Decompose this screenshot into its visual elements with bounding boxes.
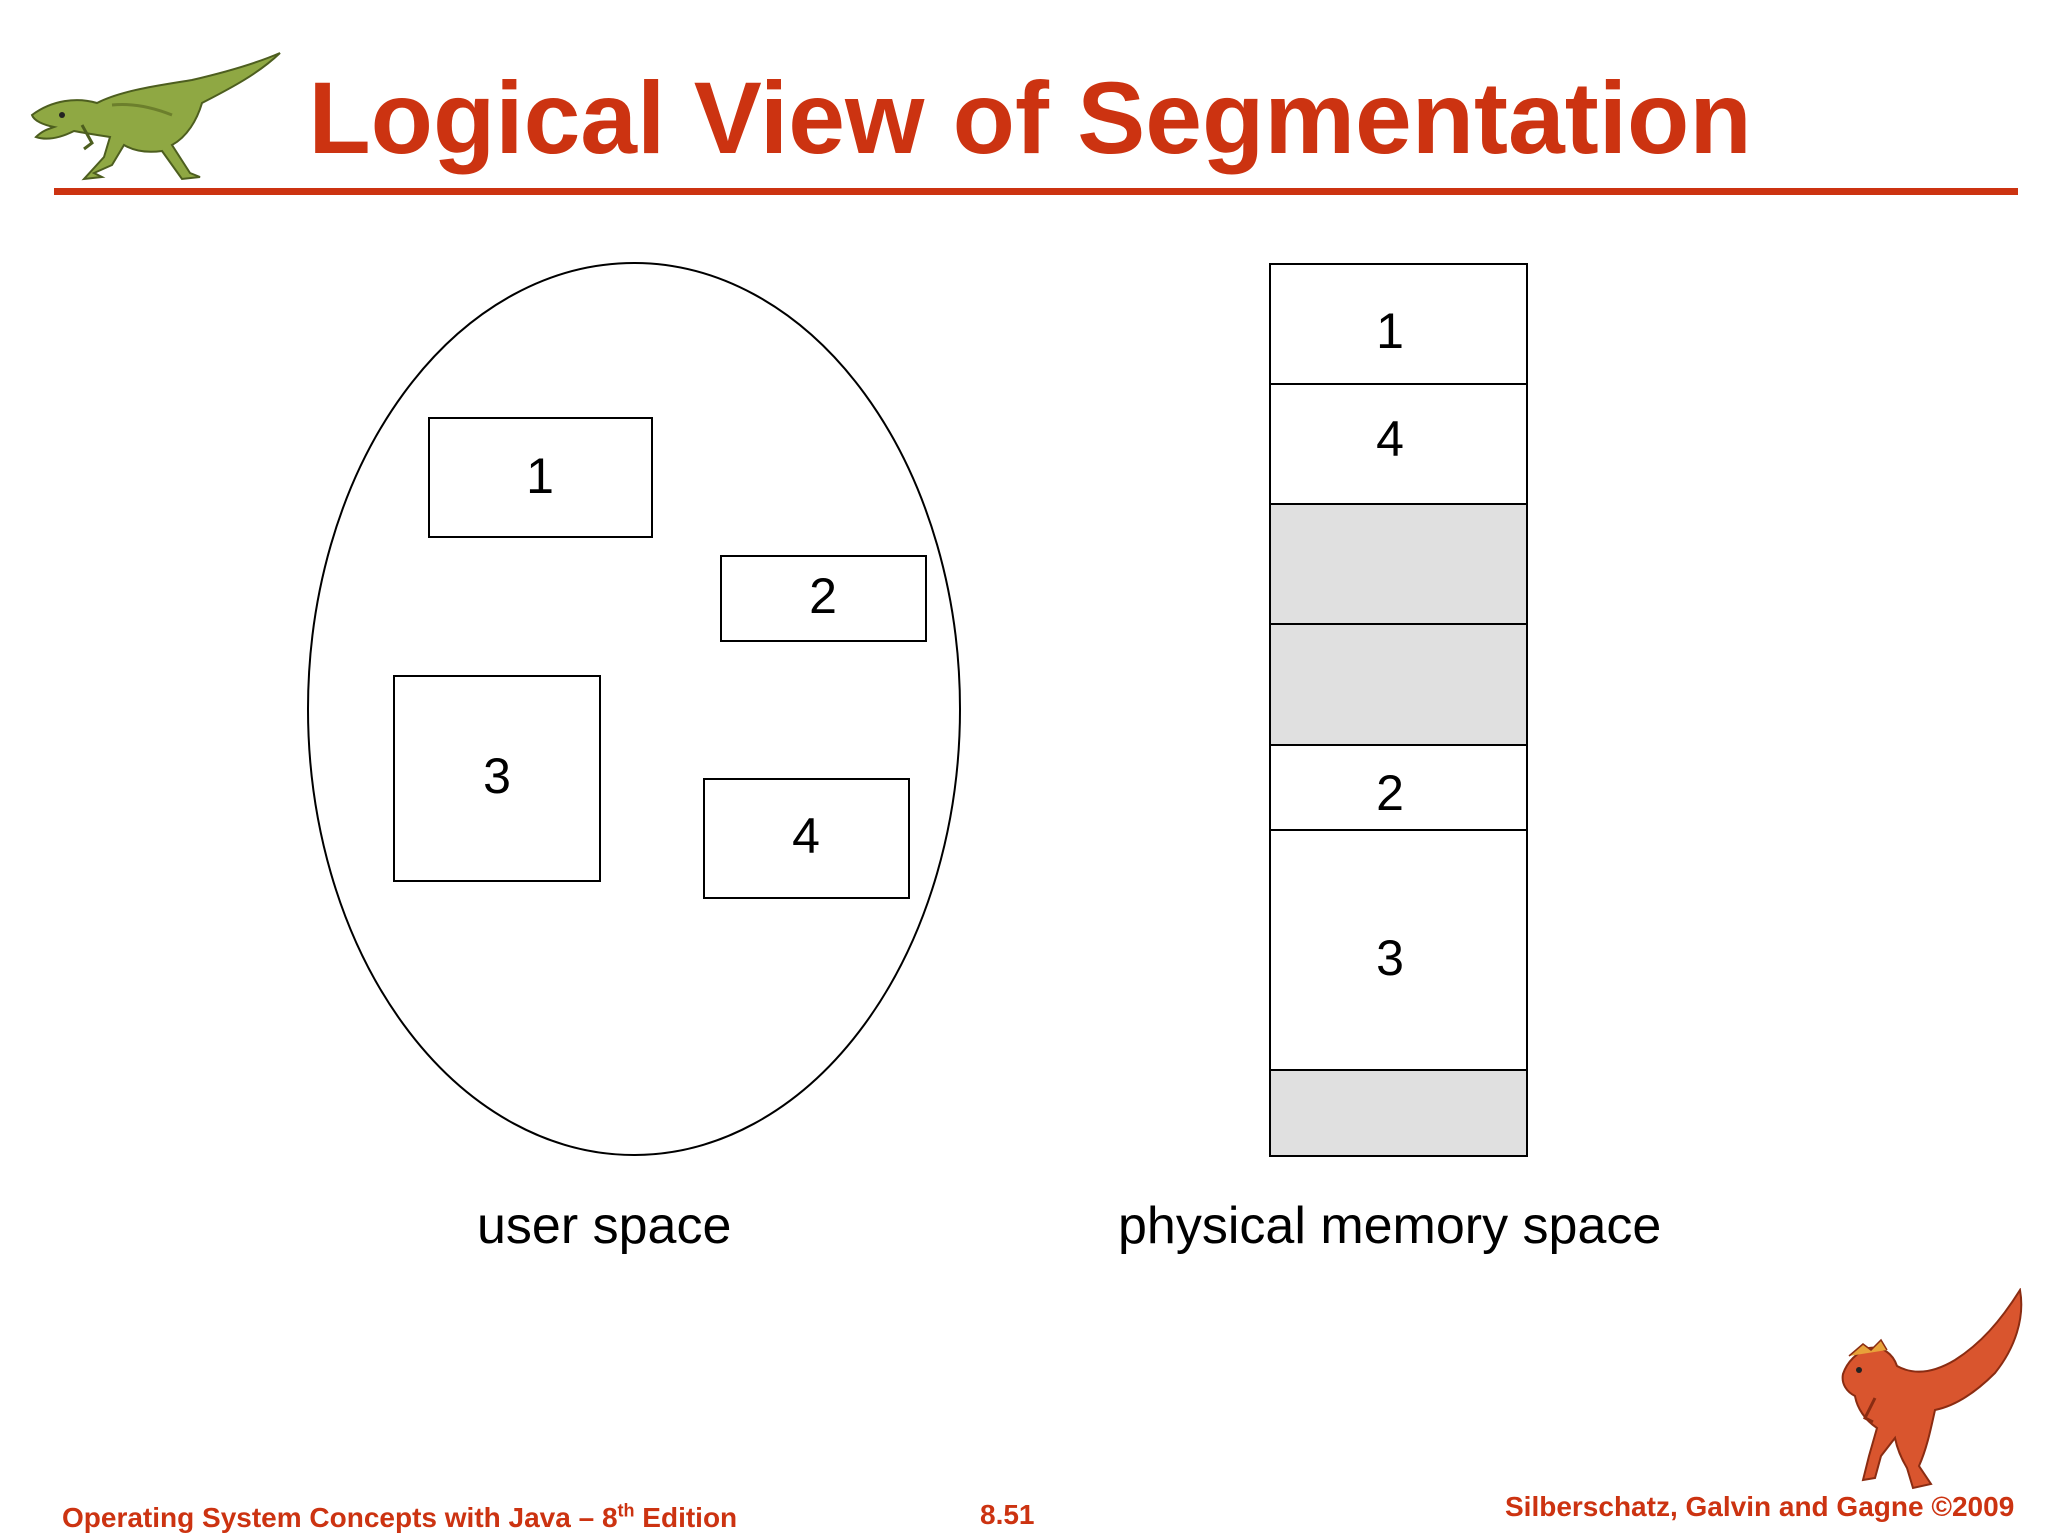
title-divider [54, 188, 2018, 195]
footer-book-title-suffix: Edition [634, 1502, 738, 1533]
memory-block: 1 [1269, 263, 1528, 385]
user-space-caption: user space [477, 1197, 732, 1255]
memory-block-label: 2 [1376, 765, 1404, 821]
user-segment-4: 4 [703, 778, 910, 899]
memory-free-block [1269, 503, 1528, 625]
memory-block-label: 4 [1376, 411, 1404, 467]
footer-book-title-sup: th [617, 1500, 635, 1521]
memory-block-label: 3 [1376, 930, 1404, 986]
slide-title: Logical View of Segmentation [308, 61, 1752, 175]
footer-copyright: Silberschatz, Galvin and Gagne ©2009 [1505, 1491, 2015, 1522]
footer-book-title: Operating System Concepts with Java – 8t… [62, 1501, 737, 1535]
memory-block: 4 [1269, 383, 1528, 505]
user-segment-4-label: 4 [792, 808, 820, 864]
footer-book-title-prefix: Operating System Concepts with Java – 8 [62, 1502, 618, 1533]
user-space-ellipse [307, 262, 961, 1156]
user-segment-3: 3 [393, 675, 601, 882]
green-dinosaur-icon [30, 52, 281, 181]
footer-page-number: 8.51 [980, 1499, 1035, 1530]
physical-memory-column: 1 4 2 3 [1269, 263, 1528, 1157]
memory-free-block [1269, 623, 1528, 746]
memory-block: 3 [1269, 829, 1528, 1071]
red-dinosaur-icon [1841, 1288, 2023, 1490]
physical-memory-caption: physical memory space [1118, 1197, 1662, 1255]
memory-block-label: 1 [1376, 303, 1404, 359]
user-segment-2: 2 [720, 555, 927, 642]
user-segment-3-label: 3 [483, 748, 511, 804]
user-segment-2-label: 2 [809, 568, 837, 624]
memory-block: 2 [1269, 744, 1528, 831]
memory-free-block [1269, 1069, 1528, 1157]
user-segment-1-label: 1 [526, 448, 554, 504]
user-segment-1: 1 [428, 417, 653, 538]
